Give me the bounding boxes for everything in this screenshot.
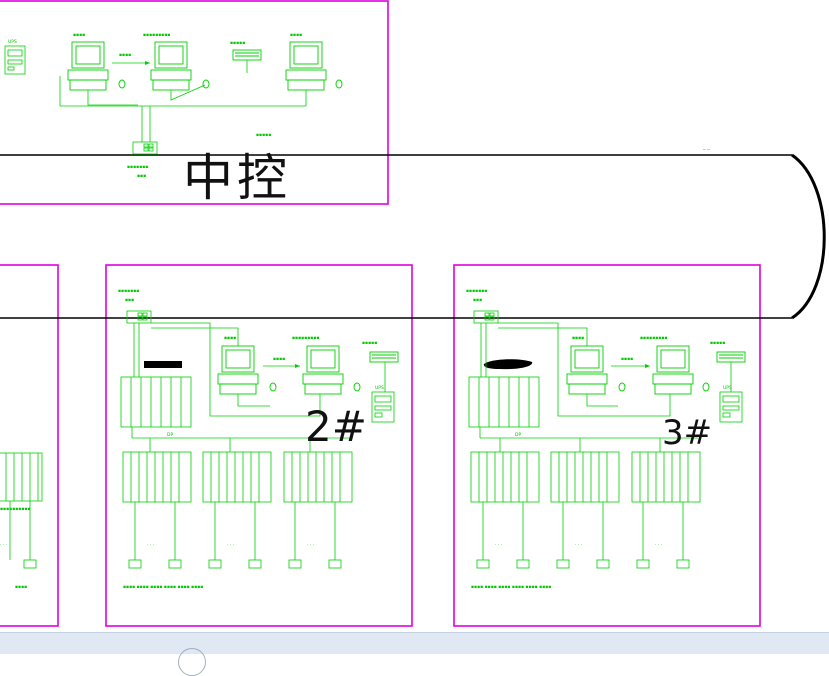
unit3-remote-io-rack-3 xyxy=(631,451,701,503)
unit3-remote-io-rack-2 xyxy=(550,451,620,503)
unit3-ups xyxy=(719,391,743,423)
unit2-switch-caption: ▪▪▪▪▪▪▪ xyxy=(118,289,139,294)
central-printer-caption: ▪▪▪▪▪ xyxy=(230,41,245,46)
central-room-caption: ▪▪▪▪▪ xyxy=(256,133,271,138)
central-workstation-3 xyxy=(285,41,343,91)
unit1-panel xyxy=(0,452,43,569)
unit3-ellipsis-1: · · · xyxy=(495,543,502,548)
unit3-main-plc-rack xyxy=(468,376,540,428)
unit2-printer xyxy=(369,351,399,363)
unit2-switch-caption2: ▪▪▪ xyxy=(125,298,134,303)
unit2-switch xyxy=(126,310,152,324)
unit3-printer-caption: ▪▪▪▪▪ xyxy=(710,341,725,346)
central-ups-label: UPS xyxy=(8,39,17,45)
central-control-room: UPS ▪▪▪▪ ▪▪▪▪▪▪▪▪▪ ▪▪▪▪ ▪▪▪▪▪ xyxy=(4,33,343,179)
unit2-panel: ▪▪▪▪▪▪▪ ▪▪▪ ▪▪▪▪ ▪▪▪▪▪▪▪▪▪ ▪▪▪▪ ▪▪▪▪▪ xyxy=(118,289,399,590)
central-workstation-2 xyxy=(150,41,210,91)
unit3-workstation-1 xyxy=(566,345,626,395)
unit2-workstation-1 xyxy=(217,345,277,395)
unit2-links xyxy=(131,322,386,452)
unit2-ups-label: UPS xyxy=(375,385,384,391)
unit2-field-captions: ▪▪▪▪ ▪▪▪▪ ▪▪▪▪ ▪▪▪▪ ▪▪▪▪ ▪▪▪▪ xyxy=(123,585,203,590)
unit2-redaction-mark xyxy=(144,361,182,368)
status-bar xyxy=(0,632,829,654)
unit2-remote-io-rack-2 xyxy=(202,451,272,503)
unit3-ellipsis-2: · · · xyxy=(575,543,582,548)
unit2-ws1-caption: ▪▪▪▪ xyxy=(224,336,236,341)
unit3-dp-label: DP xyxy=(515,432,521,438)
unit2-main-plc-rack xyxy=(120,376,192,428)
annotation-unit3: 3# xyxy=(662,413,712,453)
central-ups xyxy=(4,45,26,75)
unit1-caption: ▪▪▪▪▪▪▪▪▪▪ xyxy=(0,507,31,512)
unit2-mutual-backup: ▪▪▪▪ xyxy=(273,357,285,362)
unit3-redaction-mark xyxy=(483,359,533,370)
unit3-field-captions: ▪▪▪▪ ▪▪▪▪ ▪▪▪▪ ▪▪▪▪ ▪▪▪▪ ▪▪▪▪ xyxy=(471,585,551,590)
unit1-field-caption: ▪▪▪▪ xyxy=(15,585,27,590)
unit1-frame xyxy=(0,264,59,627)
unit3-links xyxy=(479,322,732,452)
unit3-switch xyxy=(473,310,499,324)
unit3-remote-io-rack-1 xyxy=(470,451,540,503)
unit2-remote-io-rack-1 xyxy=(122,451,192,503)
unit3-ws1-caption: ▪▪▪▪ xyxy=(572,336,584,341)
unit2-ellipsis-1: · · · xyxy=(147,543,154,548)
unit3-workstation-2 xyxy=(652,345,710,395)
central-mutual-backup: ▪▪▪▪ xyxy=(119,53,131,58)
central-switch xyxy=(132,141,158,155)
central-ws3-caption: ▪▪▪▪ xyxy=(290,33,302,38)
central-ws1-caption: ▪▪▪▪ xyxy=(73,33,85,38)
unit1-ellipsis: · · · xyxy=(0,543,7,548)
unit3-field-devices xyxy=(476,502,690,569)
fiber-label-mark: ─ ─ xyxy=(702,148,710,153)
central-switch-caption2: ▪▪▪ xyxy=(137,174,146,179)
status-circle-icon[interactable] xyxy=(178,648,206,676)
unit3-frame xyxy=(453,264,761,627)
unit2-ws2-caption: ▪▪▪▪▪▪▪▪▪ xyxy=(292,336,319,341)
unit3-printer xyxy=(716,351,746,363)
unit2-ups xyxy=(371,391,395,423)
unit3-mutual-backup: ▪▪▪▪ xyxy=(621,357,633,362)
central-switch-caption: ▪▪▪▪▪▪▪ xyxy=(127,165,148,170)
fiber-ring-bus xyxy=(0,153,826,320)
central-control-frame xyxy=(0,0,389,205)
unit3-switch-caption2: ▪▪▪ xyxy=(473,298,482,303)
central-links xyxy=(59,60,307,142)
central-workstation-1 xyxy=(67,41,126,91)
unit2-field-devices xyxy=(128,502,342,569)
unit2-workstation-2 xyxy=(302,345,361,395)
unit3-switch-caption: ▪▪▪▪▪▪▪ xyxy=(466,289,487,294)
central-printer xyxy=(232,49,262,61)
unit3-ws2-caption: ▪▪▪▪▪▪▪▪▪ xyxy=(640,336,667,341)
unit2-frame xyxy=(105,264,413,627)
annotation-central-control: 中控 xyxy=(183,149,291,207)
unit3-ellipsis-3: · · · xyxy=(655,543,662,548)
central-ws2-caption: ▪▪▪▪▪▪▪▪▪ xyxy=(143,33,170,38)
unit3-ups-label: UPS xyxy=(723,385,732,391)
unit2-printer-caption: ▪▪▪▪▪ xyxy=(362,341,377,346)
unit2-dp-label: DP xyxy=(167,432,173,438)
unit2-remote-io-rack-3 xyxy=(283,451,353,503)
annotation-unit2: 2# xyxy=(305,402,367,451)
unit2-ellipsis-2: · · · xyxy=(227,543,234,548)
unit2-ellipsis-3: · · · xyxy=(307,543,314,548)
network-diagram-canvas: ─ ─ UPS ▪▪▪▪ ▪▪▪▪▪▪▪▪▪ ▪▪▪▪ xyxy=(0,0,826,627)
unit3-panel: ▪▪▪▪▪▪▪ ▪▪▪ ▪▪▪▪ ▪▪▪▪▪▪▪▪▪ ▪▪▪▪ ▪▪▪▪▪ xyxy=(466,289,746,590)
